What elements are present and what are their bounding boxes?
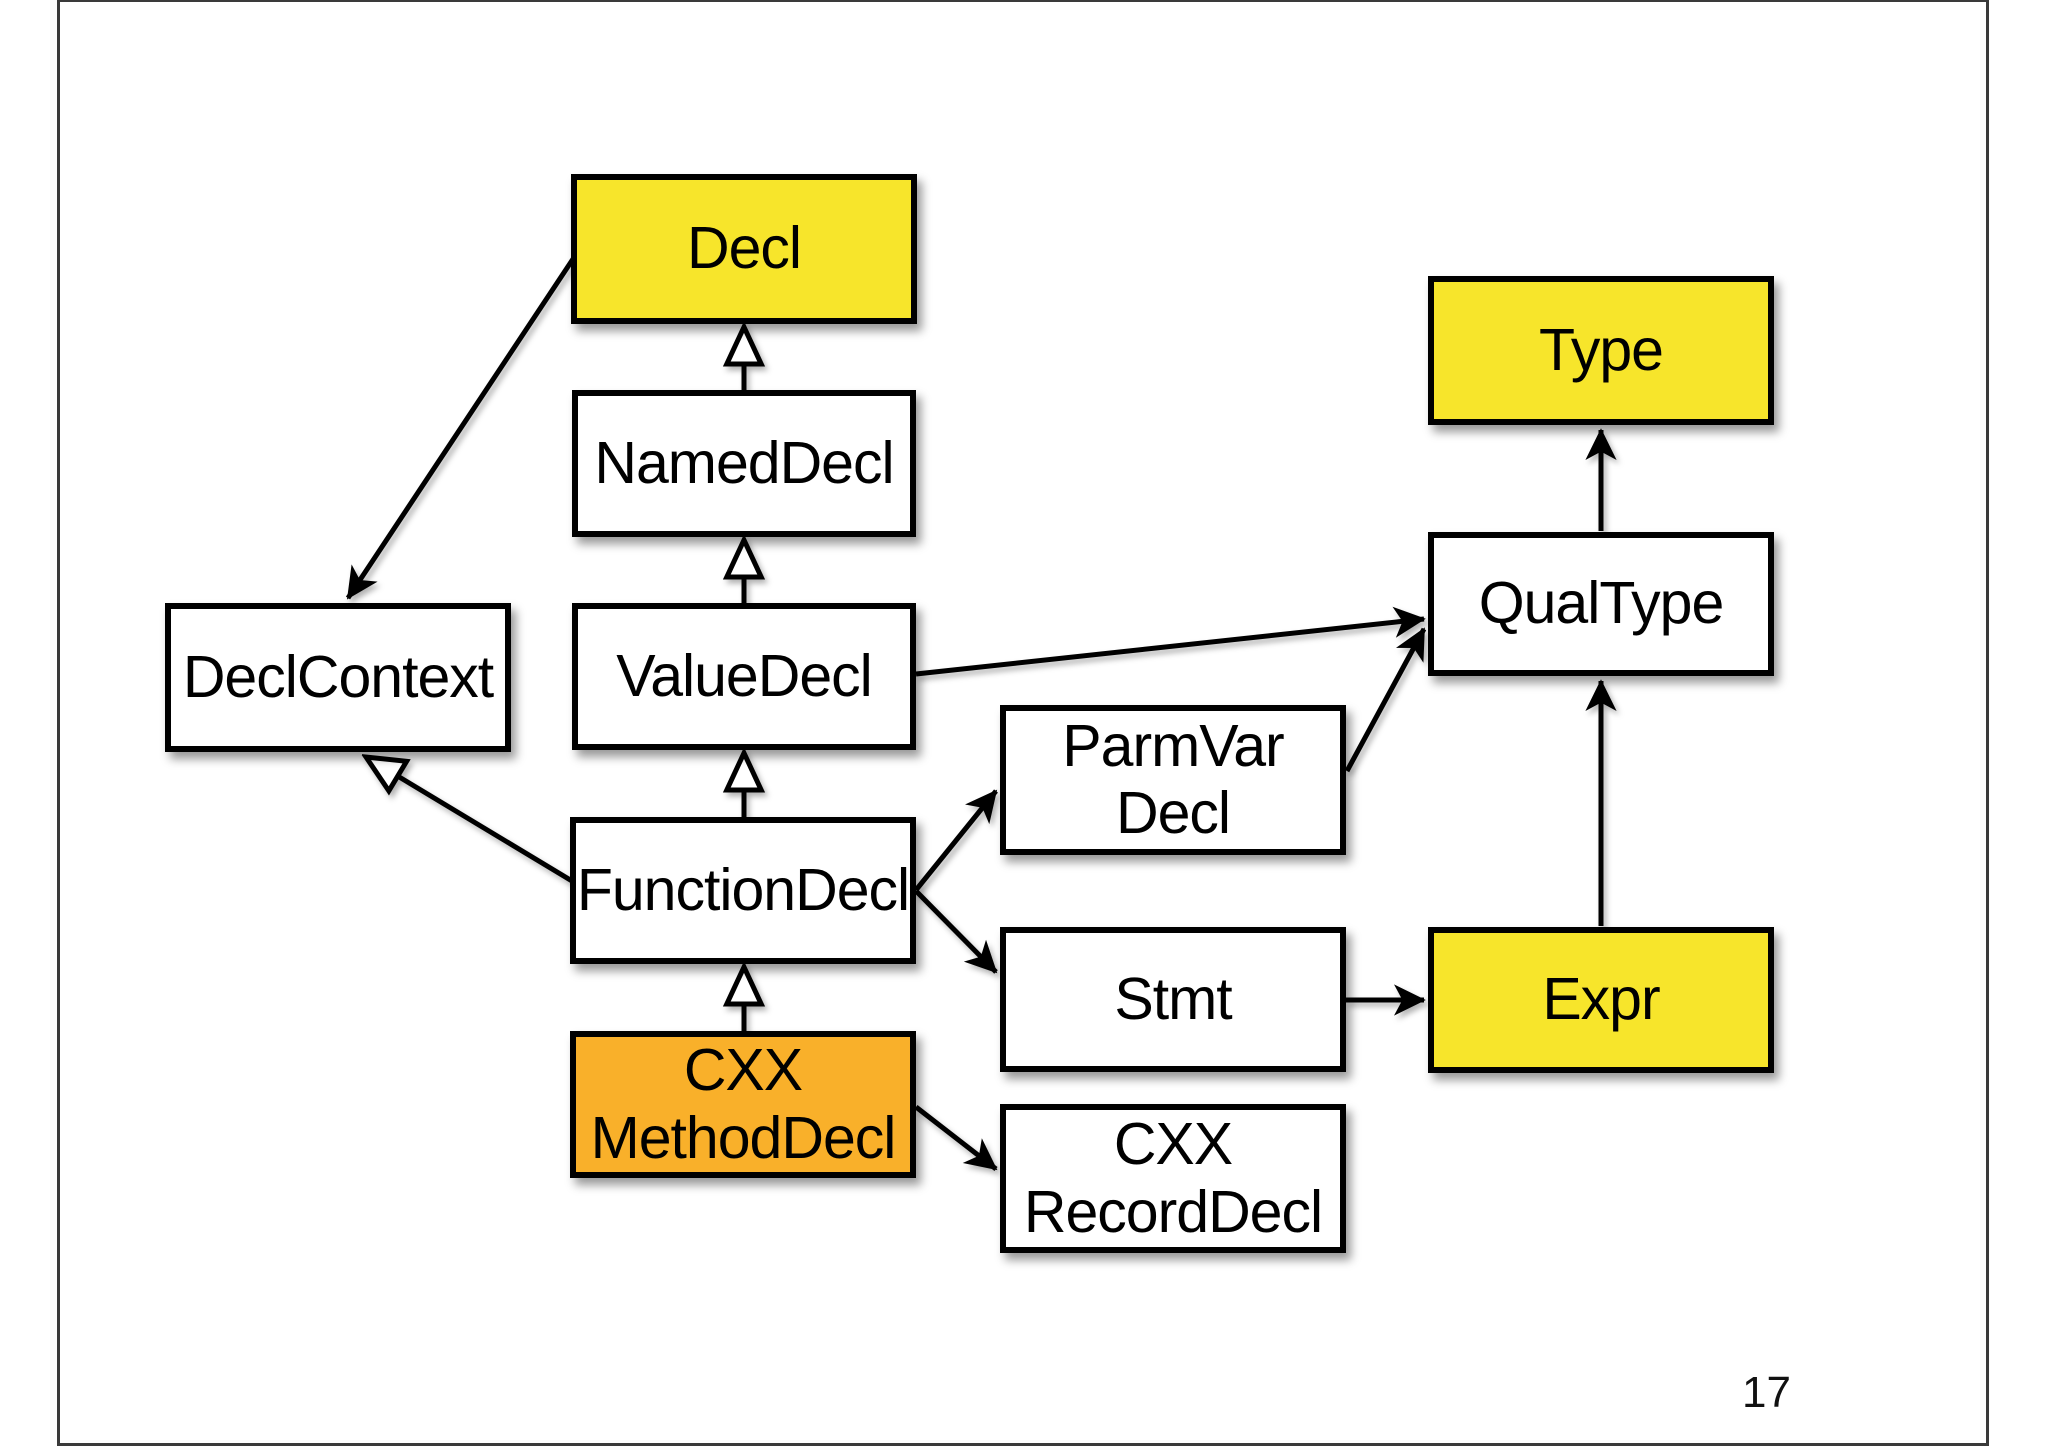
- node-nameddecl: NamedDecl: [572, 390, 916, 537]
- node-valuedecl: ValueDecl: [572, 603, 916, 750]
- node-valuedecl-label: ValueDecl: [616, 642, 873, 709]
- node-type-label: Type: [1539, 316, 1664, 383]
- node-qualtype: QualType: [1428, 532, 1774, 676]
- node-stmt: Stmt: [1000, 927, 1346, 1072]
- node-type: Type: [1428, 276, 1774, 425]
- node-expr-label: Expr: [1542, 966, 1660, 1033]
- node-cxxmethoddecl-label-line1: CXX: [683, 1037, 803, 1104]
- node-functiondecl-label: FunctionDecl: [576, 856, 910, 923]
- node-parmvardecl: ParmVar Decl: [1000, 705, 1346, 855]
- node-decl: Decl: [571, 174, 917, 324]
- node-stmt-label: Stmt: [1114, 965, 1232, 1032]
- node-decl-label: Decl: [686, 215, 802, 282]
- node-expr: Expr: [1428, 927, 1774, 1073]
- node-declcontext: DeclContext: [165, 603, 511, 752]
- node-cxxrecorddecl-label-line2: RecordDecl: [1023, 1178, 1323, 1245]
- node-declcontext-label: DeclContext: [182, 643, 494, 710]
- node-parmvardecl-label-line1: ParmVar: [1062, 712, 1284, 779]
- node-functiondecl: FunctionDecl: [570, 817, 916, 964]
- node-cxxrecorddecl-label-line1: CXX: [1113, 1111, 1233, 1178]
- node-nameddecl-label: NamedDecl: [594, 429, 894, 496]
- node-cxxmethoddecl: CXX MethodDecl: [570, 1031, 916, 1178]
- node-parmvardecl-label-line2: Decl: [1115, 780, 1231, 846]
- node-cxxmethoddecl-label-line2: MethodDecl: [590, 1104, 897, 1171]
- node-qualtype-label: QualType: [1478, 570, 1725, 637]
- page-number: 17: [1742, 1368, 1791, 1417]
- node-cxxrecorddecl: CXX RecordDecl: [1000, 1104, 1346, 1253]
